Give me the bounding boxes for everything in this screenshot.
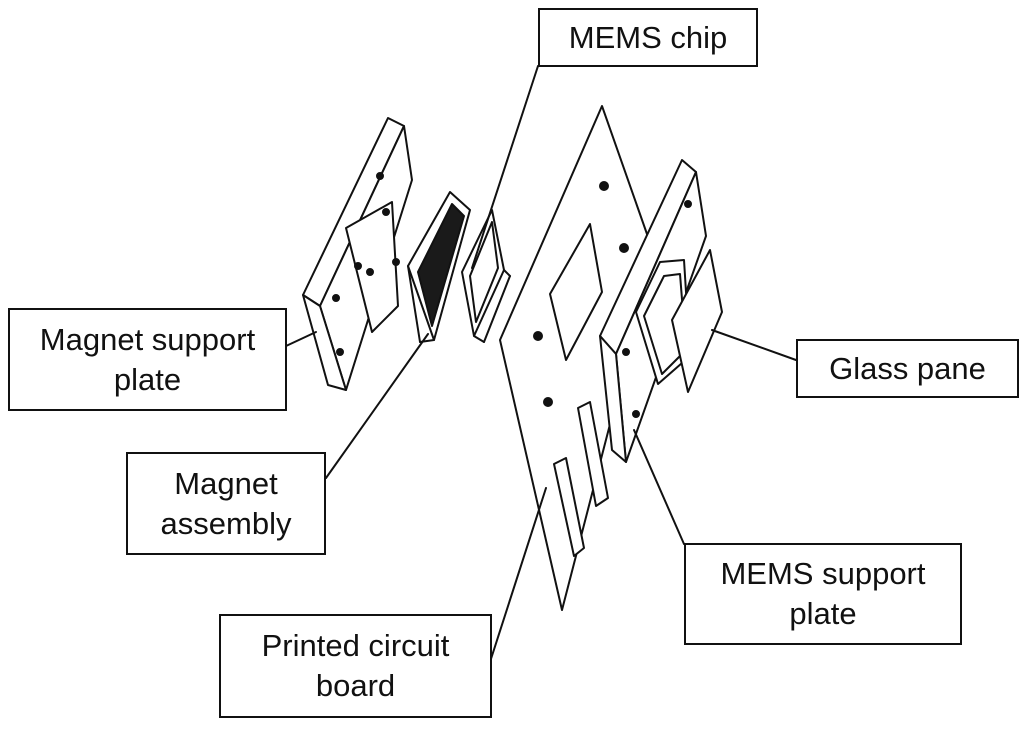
mems-chip-part [461, 209, 511, 343]
label-mems-chip: MEMS chip [538, 8, 758, 67]
label-magnet-support-plate: Magnet support plate [8, 308, 287, 411]
leader-mems-chip [471, 65, 539, 269]
printed-circuit-board-part [499, 105, 655, 611]
leader-lines [285, 65, 797, 663]
label-glass-pane: Glass pane [796, 339, 1019, 398]
label-printed-circuit-board: Printed circuit board [219, 614, 492, 718]
leader-printed-circuit-board [489, 487, 547, 663]
leader-magnet-assembly [325, 333, 429, 479]
label-magnet-assembly: Magnet assembly [126, 452, 326, 555]
magnet-support-plate-part [302, 117, 413, 391]
mems-support-plate-part [599, 159, 707, 463]
leader-magnet-support-plate [285, 331, 317, 347]
label-mems-support-plate: MEMS support plate [684, 543, 962, 645]
leader-mems-support-plate [633, 429, 685, 545]
leader-glass-pane [711, 329, 797, 361]
magnet-assembly-part [407, 191, 471, 343]
glass-pane-part [671, 249, 723, 393]
